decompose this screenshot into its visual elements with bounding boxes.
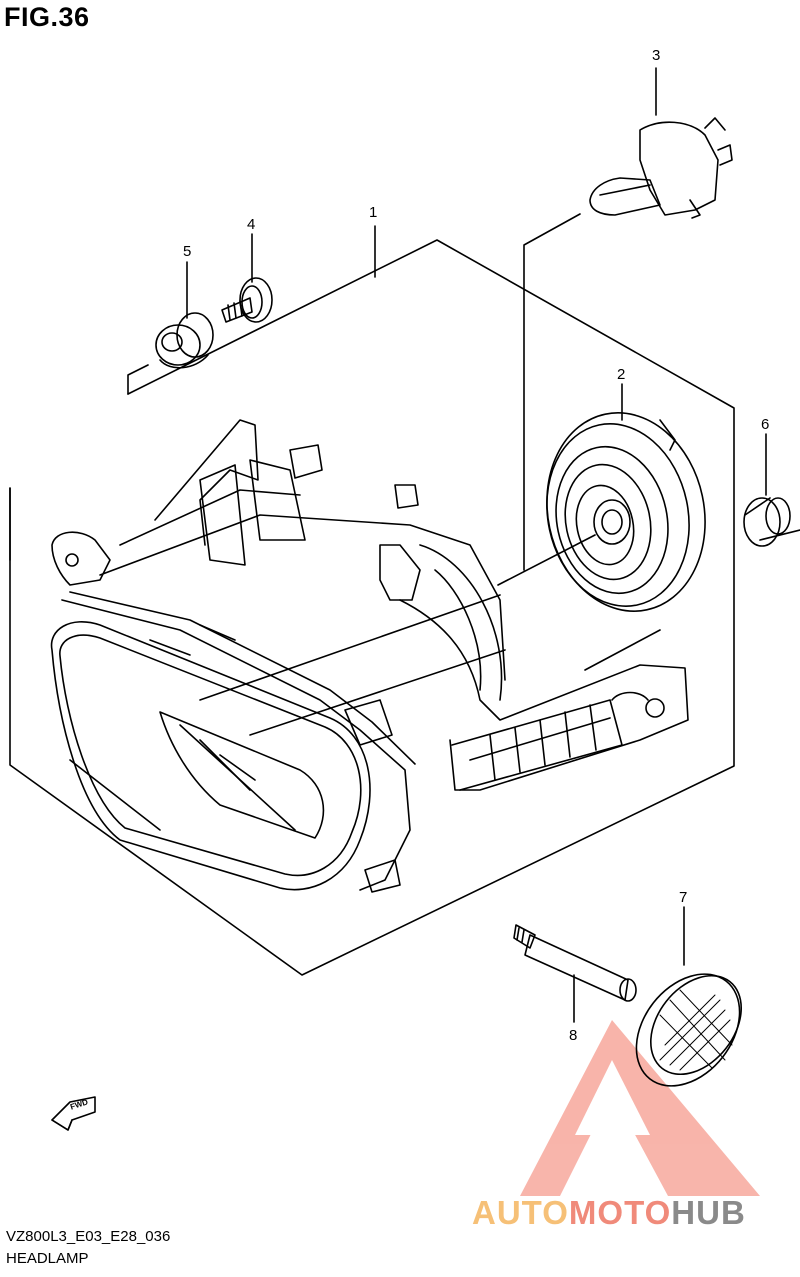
watermark-text: AUTOMOTOHUB: [472, 1194, 746, 1232]
assembly-frame: [9, 225, 735, 976]
socket-cover-part-2: [546, 412, 706, 612]
figure-name: HEADLAMP: [6, 1250, 89, 1267]
bulb-part-3: [589, 117, 733, 219]
watermark-hub: HUB: [671, 1194, 746, 1231]
leader-lines: [186, 67, 800, 1023]
watermark-auto: AUTO: [472, 1194, 569, 1231]
callout-2: 2: [617, 366, 626, 383]
screw-part-4: [221, 277, 273, 323]
grommet-part-6: [743, 497, 791, 547]
callout-6: 6: [761, 416, 770, 433]
watermark-logo: [520, 1020, 760, 1196]
headlamp-body: [50, 419, 689, 893]
callout-5: 5: [183, 243, 192, 260]
figure-title: FIG.36: [4, 2, 90, 32]
grommet-part-5: [155, 312, 214, 369]
callout-7: 7: [679, 889, 688, 906]
figure-code: VZ800L3_E03_E28_036: [6, 1228, 171, 1245]
collar-part-8: [513, 924, 637, 1002]
callout-4: 4: [247, 216, 256, 233]
watermark-moto: MOTO: [568, 1194, 672, 1231]
callout-1: 1: [369, 204, 378, 221]
callout-8: 8: [569, 1027, 578, 1044]
callout-3: 3: [652, 47, 661, 64]
reflector-part-7: [635, 973, 743, 1087]
fwd-arrow: [51, 1096, 96, 1131]
